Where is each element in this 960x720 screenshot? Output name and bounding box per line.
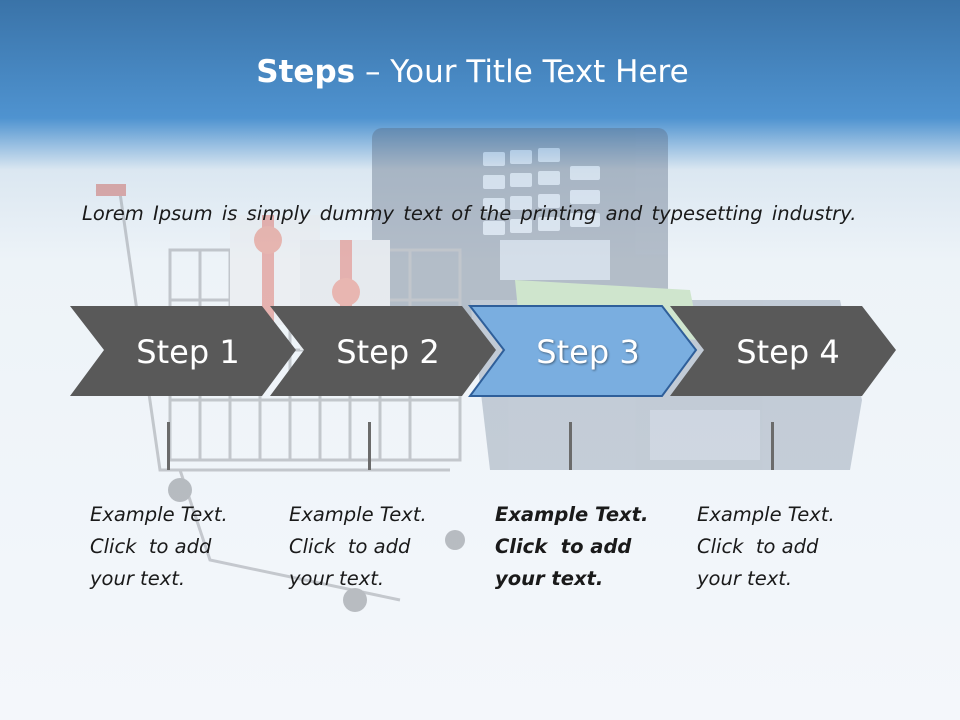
step-1-description[interactable]: Example Text. Click to add your text. (90, 499, 260, 595)
step-2-line-1: Example Text. (289, 503, 427, 526)
step-4-line-3: your text. (697, 567, 793, 590)
step-1-chevron[interactable] (70, 306, 296, 396)
step-4-description[interactable]: Example Text. Click to add your text. (697, 499, 867, 595)
step-3-description[interactable]: Example Text. Click to add your text. (495, 499, 665, 595)
step-3-line-3: your text. (495, 567, 604, 590)
slide-title-bold: Steps (256, 54, 356, 90)
step-4-chevron[interactable] (670, 306, 896, 396)
step-3-line-1: Example Text. (495, 503, 649, 526)
step-4-connector (771, 422, 774, 470)
step-2-label: Step 2 (336, 333, 440, 371)
step-1-label: Step 1 (136, 333, 240, 371)
step-2-chevron[interactable] (270, 306, 496, 396)
step-2-line-2: Click to add (289, 535, 411, 558)
step-1-connector (167, 422, 170, 470)
step-1-line-1: Example Text. (90, 503, 228, 526)
step-4-line-1: Example Text. (697, 503, 835, 526)
step-4-label: Step 4 (736, 333, 840, 371)
step-1-line-3: your text. (90, 567, 186, 590)
slide-title: Steps – Your Title Text Here (0, 54, 945, 90)
step-3-chevron[interactable] (467, 305, 698, 397)
step-2-description[interactable]: Example Text. Click to add your text. (289, 499, 459, 595)
step-3-label: Step 3 (536, 333, 640, 371)
step-1-line-2: Click to add (90, 535, 212, 558)
step-3-connector (569, 422, 572, 470)
intro-text: Lorem Ipsum is simply dummy text of the … (82, 202, 857, 225)
step-3-line-2: Click to add (495, 535, 632, 558)
step-4-line-2: Click to add (697, 535, 819, 558)
step-2-connector (368, 422, 371, 470)
step-2-line-3: your text. (289, 567, 385, 590)
slide-title-rest: – Your Title Text Here (355, 54, 689, 90)
